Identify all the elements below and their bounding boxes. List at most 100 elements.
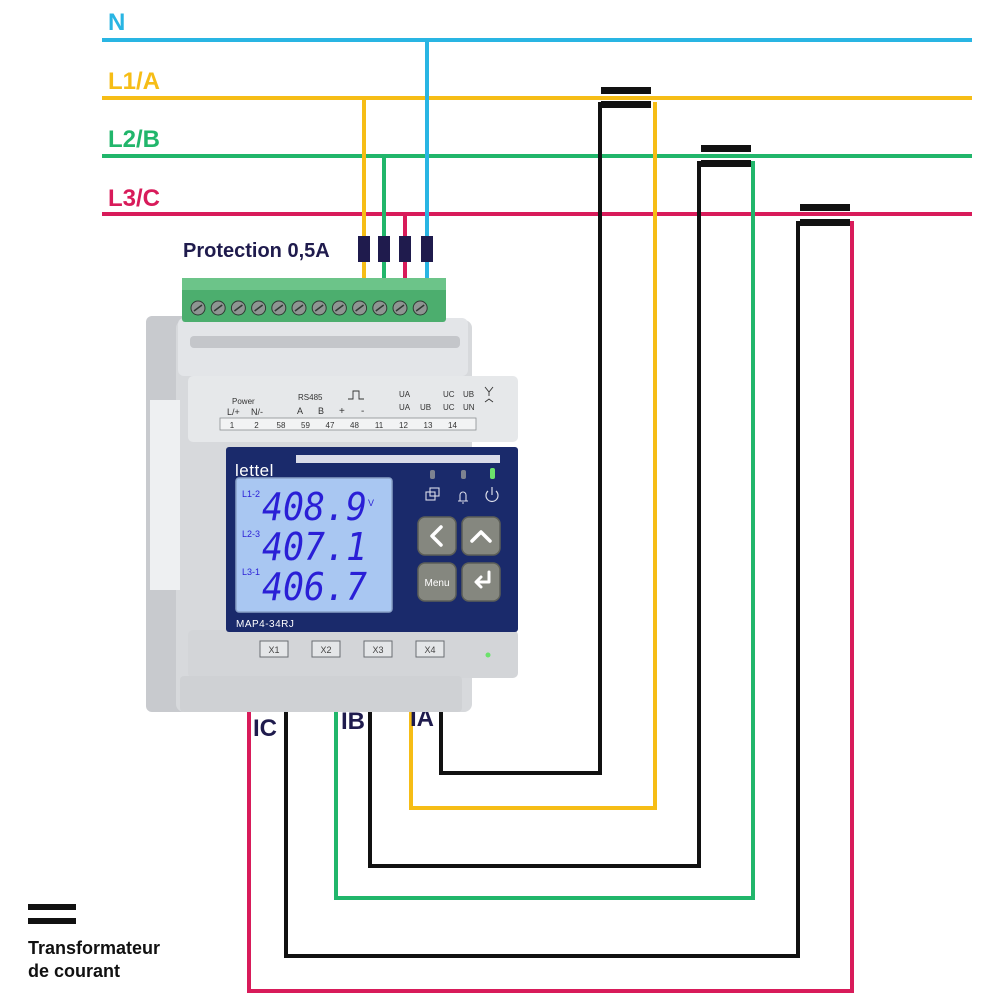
lcd-unit: V — [368, 498, 374, 508]
terminal-number-strip — [219, 417, 477, 431]
terminal-screw-slot — [375, 304, 385, 312]
lcd-row1-value: 408.9 — [262, 485, 367, 529]
ct3-bar-bottom — [800, 219, 850, 226]
pulse-output-icon — [348, 390, 364, 400]
bottom-port-label: X4 — [424, 645, 435, 655]
back-button[interactable] — [417, 516, 457, 556]
terminal-number: 59 — [301, 421, 310, 430]
power-label-nminus: N/- — [251, 407, 263, 417]
fuse-l1 — [358, 236, 370, 262]
voltage-taps — [358, 40, 433, 278]
fuse-l3 — [399, 236, 411, 262]
indicator-led-2 — [461, 470, 466, 479]
ct3-black-wire — [284, 221, 800, 958]
terminal-number: 58 — [277, 421, 286, 430]
power-icon — [485, 487, 499, 502]
neutral-label: N — [108, 9, 125, 36]
ct3-bar-top — [800, 204, 850, 211]
enter-button[interactable] — [461, 562, 501, 602]
legend-line2: de courant — [28, 961, 120, 981]
terminal-screw-slot — [193, 304, 203, 312]
lcd-row1-label: L1-2 — [242, 489, 260, 499]
menu-button-label: Menu — [424, 578, 449, 589]
alarm-bell-icon — [458, 491, 468, 504]
housing-top-ridge — [190, 336, 460, 348]
terminal-screw-slot — [254, 304, 264, 312]
fuse-l2 — [378, 236, 390, 262]
terminal-block — [182, 278, 446, 322]
legend: Transformateur de courant — [28, 904, 160, 981]
ct2-green-wire — [334, 161, 755, 900]
voltage-top-uc: UC — [443, 390, 455, 399]
voltage-bottom-ub: UB — [420, 403, 431, 412]
ic-label: IC — [253, 715, 277, 742]
l3-label: L3/C — [108, 185, 160, 212]
terminal-number: 12 — [399, 421, 408, 430]
enter-arrow-icon — [474, 570, 491, 589]
lcd-row3-label: L3-1 — [242, 567, 260, 577]
bottom-port-label: X1 — [268, 645, 279, 655]
rs485-label-a: A — [297, 406, 303, 416]
power-label-lplus: L/+ — [227, 407, 240, 417]
voltage-top-ub: UB — [463, 390, 474, 399]
bottom-led — [485, 652, 491, 658]
l1-label: L1/A — [108, 68, 160, 95]
voltage-top-ua: UA — [399, 390, 411, 399]
terminal-screw-slot — [415, 304, 425, 312]
lcd-row3-value: 406.7 — [262, 565, 367, 609]
lcd-row2-value: 407.1 — [262, 525, 367, 569]
terminal-number: 1 — [230, 421, 235, 430]
voltage-bottom-ua: UA — [399, 403, 411, 412]
ct1-bar-bottom — [601, 101, 651, 108]
indicator-led-1 — [430, 470, 435, 479]
housing-bottom — [180, 676, 462, 712]
side-label-sticker — [150, 400, 180, 590]
terminal-number: 2 — [254, 421, 259, 430]
rs485-title: RS485 — [298, 393, 323, 402]
up-button[interactable] — [461, 516, 501, 556]
protection-label: Protection 0,5A — [183, 240, 330, 262]
bottom-port — [311, 640, 341, 658]
front-panel-stripe — [296, 455, 500, 463]
brand-logo: lettel — [235, 461, 274, 480]
ct1-yellow-wire — [409, 102, 657, 810]
bottom-port — [259, 640, 289, 658]
lcd-row2-label: L2-3 — [242, 529, 260, 539]
wye-delta-icon — [484, 386, 494, 403]
pulse-label-plus: + — [339, 406, 345, 417]
rs485-label-b: B — [318, 406, 324, 416]
current-transformer-symbol-bar2 — [28, 918, 76, 924]
terminal-screw-slot — [274, 304, 284, 312]
power-title: Power — [232, 397, 255, 406]
chevron-left-icon — [430, 525, 443, 547]
voltage-bottom-uc: UC — [443, 403, 455, 412]
terminal-screw-slot — [213, 304, 223, 312]
chevron-up-icon — [470, 530, 492, 543]
terminal-screw-slot — [294, 304, 304, 312]
terminal-number: 47 — [326, 421, 335, 430]
terminal-number: 13 — [424, 421, 433, 430]
ct-wiring — [247, 87, 854, 993]
terminal-number: 14 — [448, 421, 457, 430]
ct1-bar-top — [601, 87, 651, 94]
terminal-screw-slot — [233, 304, 243, 312]
current-transformer-symbol — [28, 904, 76, 910]
terminal-block-top — [182, 278, 446, 290]
bottom-port — [363, 640, 393, 658]
terminal-number: 11 — [375, 421, 384, 430]
ct2-bar-bottom — [701, 160, 751, 167]
ct3-red-wire — [247, 221, 854, 993]
ct2-bar-top — [701, 145, 751, 152]
menu-button[interactable]: Menu — [417, 562, 457, 602]
ct2-black-wire — [368, 161, 701, 868]
terminal-screw-slot — [395, 304, 405, 312]
pulse-label-minus: - — [361, 406, 364, 417]
terminal-screw-slot — [355, 304, 365, 312]
fuse-n — [421, 236, 433, 262]
ib-label: IB — [341, 708, 365, 735]
indicator-led-power — [490, 468, 495, 479]
model-label: MAP4-34RJ — [236, 619, 294, 630]
